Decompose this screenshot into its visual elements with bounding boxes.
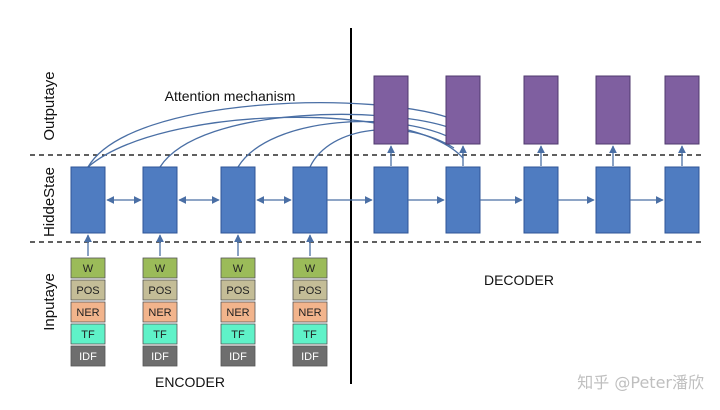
output-box-4 (595, 75, 631, 145)
output-box-2 (445, 75, 481, 145)
decoder-hidden-box-4 (595, 166, 631, 234)
input-layer-label: Inputaye (41, 273, 58, 331)
decoder-hidden-box-5 (664, 166, 700, 234)
feature-ner-box (70, 301, 106, 323)
attention-label: Attention mechanism (165, 88, 296, 104)
feature-pos-box (70, 279, 106, 301)
feature-idf-label: IDF (79, 351, 97, 363)
feature-ner-label: NER (298, 307, 321, 319)
encoder-hidden-boxes (70, 166, 328, 234)
output-boxes (373, 75, 700, 145)
feature-tf-box (220, 323, 256, 345)
decoder-hidden-boxes (373, 166, 700, 234)
feature-pos-label: POS (148, 285, 171, 297)
feature-idf-box (142, 345, 178, 367)
hidden-state-label: HiddeStae (41, 167, 58, 237)
decoder-hidden-box-2 (445, 166, 481, 234)
decoder-label: DECODER (484, 272, 554, 288)
feature-w-box (142, 257, 178, 279)
feature-ner-label: NER (148, 307, 171, 319)
encoder-hidden-box-4 (292, 166, 328, 234)
feature-tf-box (292, 323, 328, 345)
feature-idf-label: IDF (151, 351, 169, 363)
feature-ner-label: NER (226, 307, 249, 319)
watermark-text: 知乎 @Peter潘欣 (577, 373, 704, 392)
feature-pos-label: POS (226, 285, 249, 297)
feature-tf-box (142, 323, 178, 345)
attention-curves (87, 102, 464, 168)
input-stack-3: W POS NER TF IDF (220, 257, 256, 367)
feature-pos-box (292, 279, 328, 301)
feature-idf-box (292, 345, 328, 367)
output-box-5 (664, 75, 700, 145)
encoder-hidden-box-2 (142, 166, 178, 234)
input-stack-4: W POS NER TF IDF (292, 257, 328, 367)
feature-w-label: W (155, 263, 166, 275)
attention-curve-4 (237, 120, 456, 168)
input-stack-2: W POS NER TF IDF (142, 257, 178, 367)
output-layer-label: Outputaye (41, 71, 58, 140)
feature-idf-label: IDF (229, 351, 247, 363)
feature-ner-box (142, 301, 178, 323)
feature-ner-box (292, 301, 328, 323)
feature-w-label: W (233, 263, 244, 275)
decoder-hidden-box-1 (373, 166, 409, 234)
attention-curve-1 (87, 102, 456, 168)
feature-idf-box (220, 345, 256, 367)
output-box-1 (373, 75, 409, 145)
encoder-hidden-box-1 (70, 166, 106, 234)
input-stack-1: W POS NER TF IDF (70, 257, 106, 367)
input-to-hidden-arrows (84, 234, 314, 256)
attention-curve-5 (309, 129, 455, 168)
feature-tf-box (70, 323, 106, 345)
encoder-hidden-box-3 (220, 166, 256, 234)
feature-pos-label: POS (76, 285, 99, 297)
hidden-to-output-arrows (387, 145, 686, 166)
feature-tf-label: TF (303, 329, 317, 341)
feature-pos-box (220, 279, 256, 301)
feature-w-box (70, 257, 106, 279)
attention-curve-3 (159, 113, 457, 168)
feature-tf-label: TF (81, 329, 95, 341)
decoder-hidden-box-3 (523, 166, 559, 234)
feature-ner-label: NER (76, 307, 99, 319)
feature-w-box (292, 257, 328, 279)
feature-tf-label: TF (231, 329, 245, 341)
feature-tf-label: TF (153, 329, 167, 341)
encoder-label: ENCODER (155, 374, 225, 390)
feature-pos-label: POS (298, 285, 321, 297)
feature-idf-label: IDF (301, 351, 319, 363)
feature-pos-box (142, 279, 178, 301)
output-box-3 (523, 75, 559, 145)
feature-ner-box (220, 301, 256, 323)
feature-w-label: W (305, 263, 316, 275)
feature-w-box (220, 257, 256, 279)
feature-idf-box (70, 345, 106, 367)
feature-w-label: W (83, 263, 94, 275)
